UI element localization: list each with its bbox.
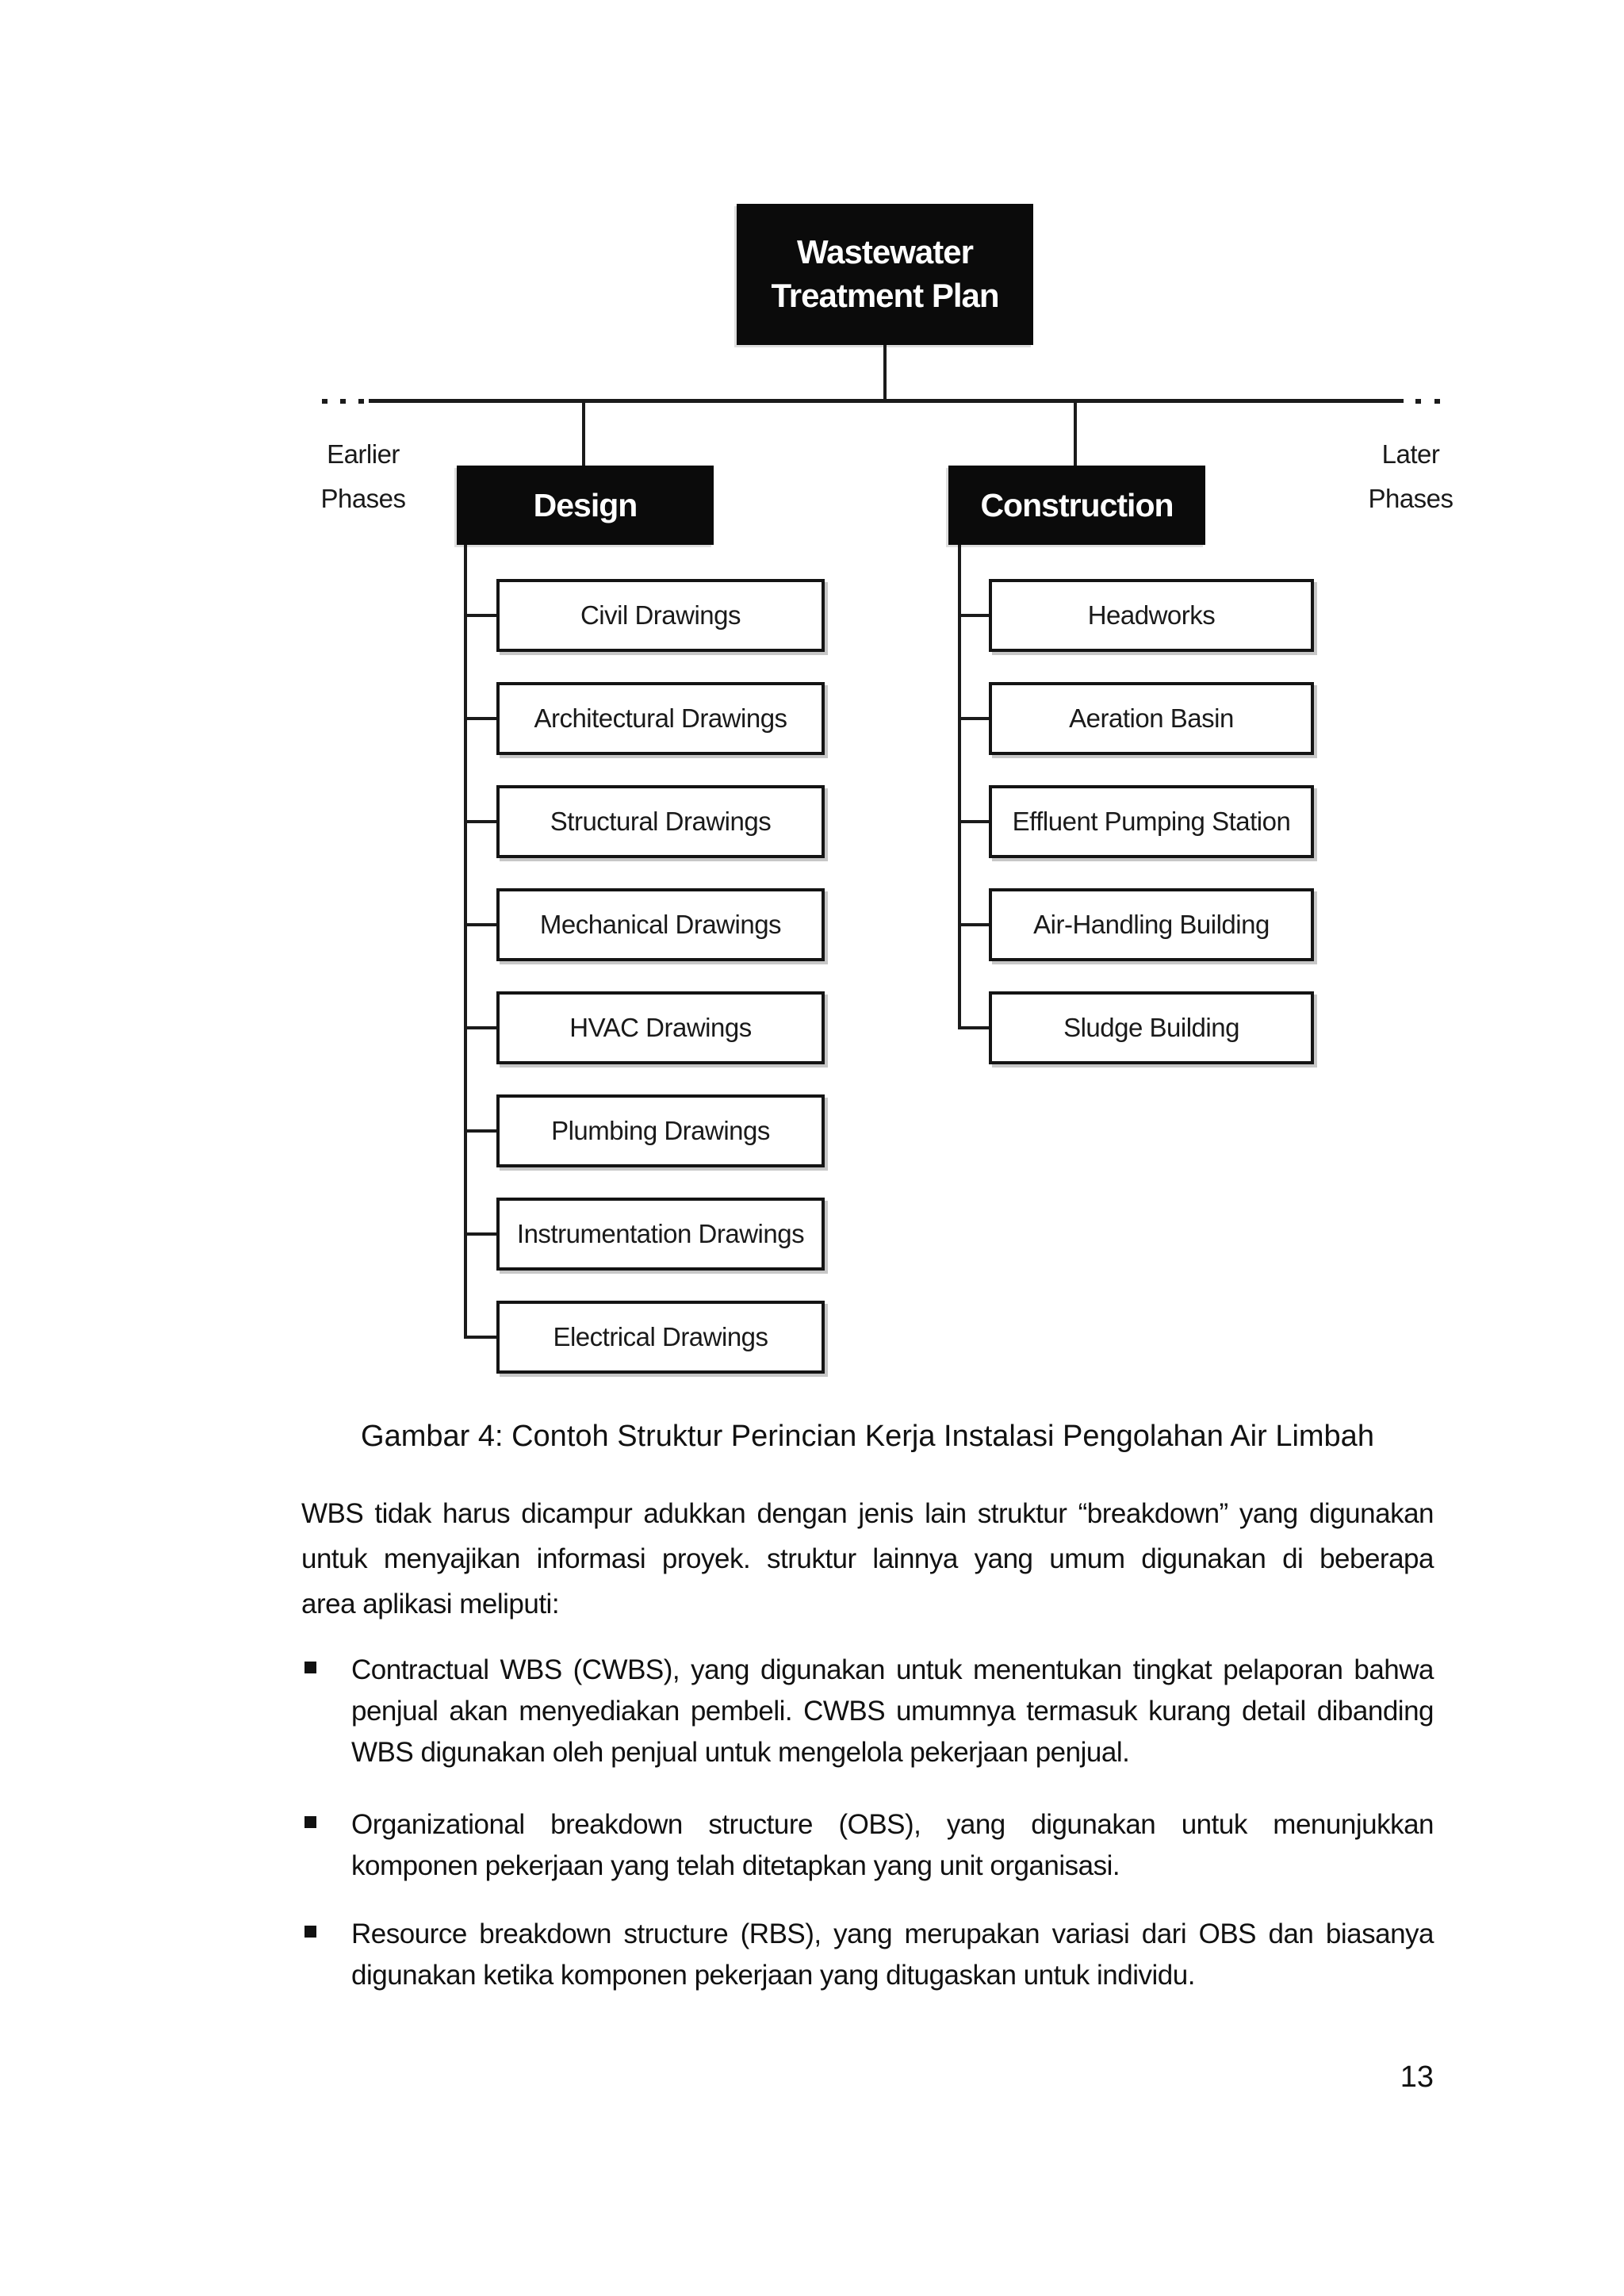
root-connector	[883, 345, 887, 402]
child-node-structural-drawings: Structural Drawings	[496, 785, 825, 858]
bullet-marker-icon	[304, 1926, 316, 1938]
branch-connector-construction	[1074, 399, 1077, 467]
bullet-1-line-3: WBS digunakan oleh penjual untuk mengelo…	[351, 1737, 1130, 1768]
paragraph-line-2: untuk menyajikan informasi proyek. struk…	[301, 1543, 1434, 1574]
child-stub-electrical-drawings	[464, 1336, 496, 1339]
figure-caption: Gambar 4: Contoh Struktur Perincian Kerj…	[361, 1420, 1374, 1453]
child-node-label: Aeration Basin	[1069, 703, 1234, 733]
child-node-label: Effluent Pumping Station	[1012, 807, 1291, 836]
branch-node-label: Design	[533, 486, 638, 523]
bullet-1-line-1: Contractual WBS (CWBS), yang digunakan u…	[351, 1654, 1434, 1685]
child-node-label: Headworks	[1087, 600, 1216, 630]
child-node-label: HVAC Drawings	[569, 1013, 752, 1042]
bullet-1-line-2: penjual akan menyediakan pembeli. CWBS u…	[351, 1696, 1434, 1727]
bullet-marker-icon	[304, 1662, 316, 1673]
branch-trunk-design	[464, 545, 467, 1339]
branch-node-label: Construction	[980, 486, 1174, 523]
child-stub-sludge-building	[958, 1026, 989, 1029]
child-node-label: Civil Drawings	[580, 600, 741, 630]
child-node-hvac-drawings: HVAC Drawings	[496, 991, 825, 1064]
bullet-item-3: Resource breakdown structure (RBS), yang…	[301, 1914, 1434, 1996]
child-node-mechanical-drawings: Mechanical Drawings	[496, 888, 825, 961]
child-node-label: Air-Handling Building	[1033, 910, 1270, 939]
phase-line-dot-right-0	[1415, 399, 1421, 404]
child-node-electrical-drawings: Electrical Drawings	[496, 1301, 825, 1374]
child-stub-effluent-pumping-station	[958, 820, 989, 823]
branch-connector-design	[582, 399, 585, 467]
child-node-label: Architectural Drawings	[534, 703, 787, 733]
branch-node-construction: Construction	[948, 466, 1205, 545]
paragraph-line-1: WBS tidak harus dicampur adukkan dengan …	[301, 1498, 1434, 1529]
child-node-label: Sludge Building	[1063, 1013, 1239, 1042]
bullet-2-line-1: Organizational breakdown structure (OBS)…	[351, 1809, 1434, 1840]
child-node-air-handling-building: Air-Handling Building	[989, 888, 1314, 961]
body-paragraph: WBS tidak harus dicampur adukkan dengan …	[301, 1491, 1434, 1627]
child-node-civil-drawings: Civil Drawings	[496, 579, 825, 652]
branch-node-design: Design	[457, 466, 714, 545]
child-node-label: Instrumentation Drawings	[516, 1219, 805, 1248]
phase-line-dot-left-1	[340, 399, 346, 404]
child-stub-headworks	[958, 614, 989, 617]
child-stub-structural-drawings	[464, 820, 496, 823]
child-stub-aeration-basin	[958, 717, 989, 720]
child-stub-architectural-drawings	[464, 717, 496, 720]
child-stub-hvac-drawings	[464, 1026, 496, 1029]
paragraph-line-3: area aplikasi meliputi:	[301, 1589, 560, 1619]
bullet-item-1: Contractual WBS (CWBS), yang digunakan u…	[301, 1650, 1434, 1773]
phase-line-dot-left-2	[358, 399, 364, 404]
phase-line-dot-left-0	[322, 399, 327, 404]
page-number: 13	[1400, 2060, 1434, 2094]
bullet-item-2: Organizational breakdown structure (OBS)…	[301, 1804, 1434, 1887]
bullet-2-line-2: komponen pekerjaan yang telah ditetapkan…	[351, 1850, 1120, 1881]
child-node-architectural-drawings: Architectural Drawings	[496, 682, 825, 755]
child-node-effluent-pumping-station: Effluent Pumping Station	[989, 785, 1314, 858]
child-stub-civil-drawings	[464, 614, 496, 617]
phase-line	[369, 399, 1404, 403]
bullet-3-line-1: Resource breakdown structure (RBS), yang…	[351, 1918, 1434, 1949]
child-stub-instrumentation-drawings	[464, 1232, 496, 1236]
child-stub-plumbing-drawings	[464, 1129, 496, 1133]
child-node-aeration-basin: Aeration Basin	[989, 682, 1314, 755]
child-node-label: Plumbing Drawings	[551, 1116, 770, 1145]
child-node-label: Electrical Drawings	[553, 1322, 768, 1351]
child-node-sludge-building: Sludge Building	[989, 991, 1314, 1064]
child-node-label: Mechanical Drawings	[539, 910, 782, 939]
bullet-3-line-2: digunakan ketika komponen pekerjaan yang…	[351, 1960, 1195, 1991]
child-node-label: Structural Drawings	[550, 807, 772, 836]
child-node-plumbing-drawings: Plumbing Drawings	[496, 1094, 825, 1167]
child-node-instrumentation-drawings: Instrumentation Drawings	[496, 1198, 825, 1271]
bullet-marker-icon	[304, 1816, 316, 1828]
child-stub-mechanical-drawings	[464, 923, 496, 926]
child-stub-air-handling-building	[958, 923, 989, 926]
child-node-headworks: Headworks	[989, 579, 1314, 652]
phase-line-dot-right-1	[1434, 399, 1440, 404]
branch-trunk-construction	[958, 545, 961, 1029]
